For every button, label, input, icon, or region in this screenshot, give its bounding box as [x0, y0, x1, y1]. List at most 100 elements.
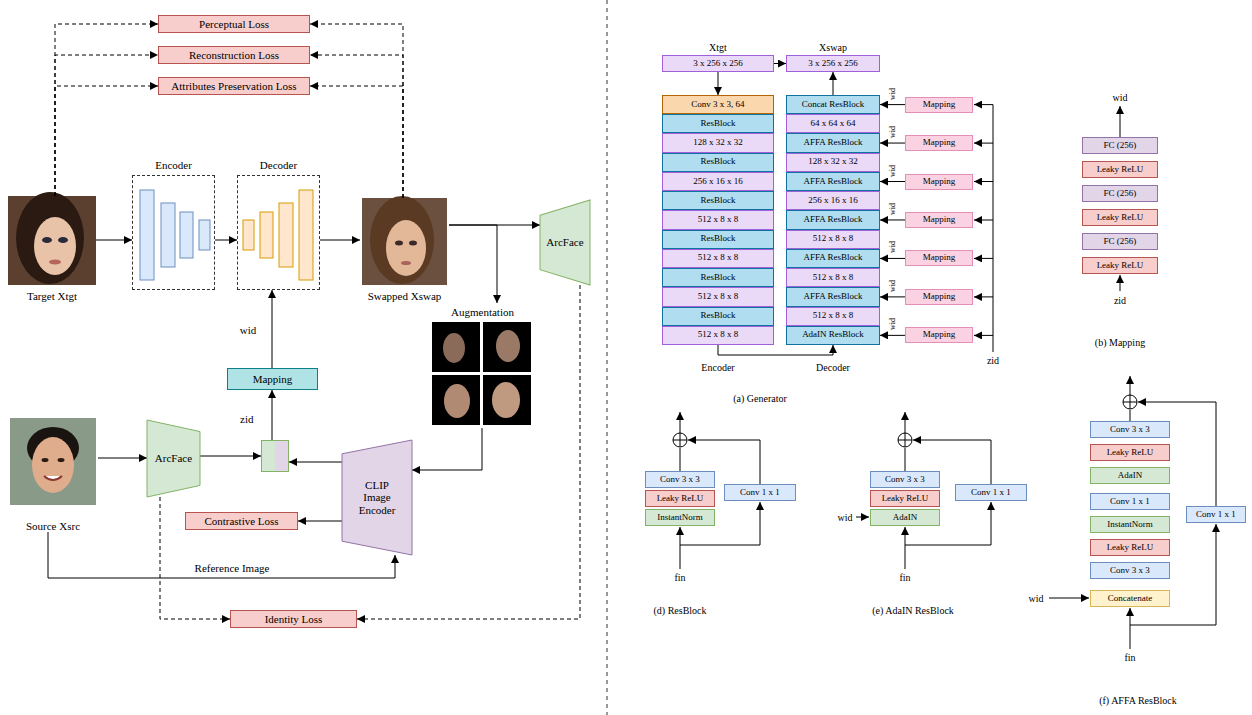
- connector: [880, 335, 905, 336]
- edge-label: wid: [889, 240, 898, 254]
- activation-box: Leaky ReLU: [1082, 209, 1158, 226]
- resblock-box: AFFA ResBlock: [786, 249, 880, 268]
- node-text: Reconstruction Loss: [189, 49, 279, 61]
- lips: [401, 261, 411, 265]
- node-text: Leaky ReLU: [1097, 165, 1144, 175]
- layer-bar: [260, 212, 273, 258]
- node-text: Conv 3 x 3: [885, 475, 925, 485]
- connector: [880, 296, 905, 297]
- layer-box: Conv 1 x 1: [1186, 506, 1246, 523]
- resblock-box: ResBlock: [662, 268, 774, 287]
- eye: [409, 241, 417, 246]
- photo-ground: [483, 375, 531, 425]
- bus-arrow: [974, 296, 993, 297]
- resblock-box: AFFA ResBlock: [786, 133, 880, 152]
- node-text: 128 x 32 x 32: [808, 157, 858, 167]
- panel-separator: [607, 0, 608, 715]
- tensor-box: 512 x 8 x 8: [662, 210, 774, 229]
- face: [492, 382, 520, 418]
- layer-bar: [140, 190, 154, 280]
- node-text: ResBlock: [701, 119, 736, 129]
- shape-outline: [540, 200, 590, 285]
- dashed-connector: [310, 24, 403, 198]
- mapping-box: Mapping: [905, 212, 973, 228]
- hair: [16, 192, 84, 284]
- tensor-box: 512 x 8 x 8: [662, 249, 774, 268]
- eye: [58, 237, 68, 243]
- node-text: Mapping: [923, 100, 956, 110]
- signal-label: wid: [1028, 593, 1045, 604]
- smile: [44, 476, 62, 480]
- tensor-box: 128 x 32 x 32: [662, 133, 774, 152]
- layer-box: Conv 3 x 3: [1090, 562, 1170, 579]
- output-arrow: [1120, 106, 1121, 137]
- node-text: Leaky ReLU: [1097, 261, 1144, 271]
- photo-ground: [432, 322, 480, 372]
- node-text: Swapped Xswap: [368, 290, 442, 302]
- image-panel: Source Xsrc: [8, 418, 98, 532]
- node-text: FC (256): [1104, 237, 1137, 247]
- resblock-box: ResBlock: [662, 307, 774, 326]
- activation-box: Leaky ReLU: [870, 490, 940, 507]
- node-text: Concatenate: [1108, 594, 1152, 604]
- node-text: InstantNorm: [657, 513, 703, 523]
- node-text: 3 x 256 x 256: [693, 59, 743, 69]
- wire: [680, 412, 681, 433]
- arcface-trapezoid: ArcFace: [147, 420, 200, 497]
- node-text: Conv 1 x 1: [971, 488, 1011, 498]
- panel-caption: (f) AFFA ResBlock: [1098, 695, 1178, 706]
- dashed-connector: [310, 55, 403, 198]
- node-text: ArcFace: [155, 452, 192, 464]
- layer-box: Conv 3 x 3: [870, 471, 940, 488]
- loss-box: Reconstruction Loss: [158, 46, 310, 64]
- node-text: Attributes Preservation Loss: [171, 80, 296, 92]
- node-text: Xswap: [787, 42, 879, 53]
- connector: [98, 458, 147, 459]
- node-text: Conv 1 x 1: [1110, 497, 1150, 507]
- tensor-box: Xswap3 x 256 x 256: [786, 55, 880, 72]
- hair: [370, 196, 434, 284]
- node-text: AFFA ResBlock: [803, 138, 862, 148]
- wire: [680, 527, 681, 569]
- decoder-layers: [243, 190, 313, 280]
- photo-ground: [10, 418, 96, 505]
- encoder-layers: [140, 190, 210, 280]
- node-text: Mapping: [923, 292, 956, 302]
- layer-box: Conv 3 x 3: [645, 471, 715, 488]
- resblock-box: ResBlock: [662, 191, 774, 210]
- connector: [289, 462, 342, 463]
- tensor-box: 256 x 16 x 16: [786, 191, 880, 210]
- node-text: 256 x 16 x 16: [808, 196, 858, 206]
- signal-label: zid: [1113, 295, 1127, 306]
- face: [34, 217, 76, 275]
- connector: [272, 290, 273, 368]
- layer-box: Conv 3 x 3: [1090, 421, 1170, 438]
- loss-box: Identity Loss: [230, 610, 357, 628]
- eye: [58, 458, 65, 462]
- layer-bar: [299, 190, 313, 280]
- node-text: Xtgt: [663, 42, 773, 53]
- resblock-box: ResBlock: [662, 230, 774, 249]
- node-text: FC (256): [1104, 189, 1137, 199]
- connector: [880, 104, 905, 105]
- node-text: Contrastive Loss: [204, 515, 278, 527]
- arcface-trapezoid: ArcFace: [540, 200, 590, 285]
- edge-label: wid: [889, 125, 898, 139]
- node-text: 512 x 8 x 8: [698, 253, 739, 263]
- tensor-box: 512 x 8 x 8: [786, 268, 880, 287]
- node-text: InstantNorm: [1107, 520, 1153, 530]
- swapped-photo: [362, 196, 447, 285]
- node-text: 512 x 8 x 8: [698, 292, 739, 302]
- node-text: Source Xsrc: [26, 520, 80, 532]
- activation-box: Leaky ReLU: [1082, 257, 1158, 274]
- wire: [680, 448, 681, 471]
- eye: [42, 458, 49, 462]
- connector: [200, 456, 261, 457]
- dashed-connector: [310, 86, 403, 198]
- lips: [49, 260, 61, 265]
- node-text: Concat ResBlock: [802, 100, 865, 110]
- node-text: 512 x 8 x 8: [698, 215, 739, 225]
- node-text: Mapping: [923, 177, 956, 187]
- connector: [880, 219, 905, 220]
